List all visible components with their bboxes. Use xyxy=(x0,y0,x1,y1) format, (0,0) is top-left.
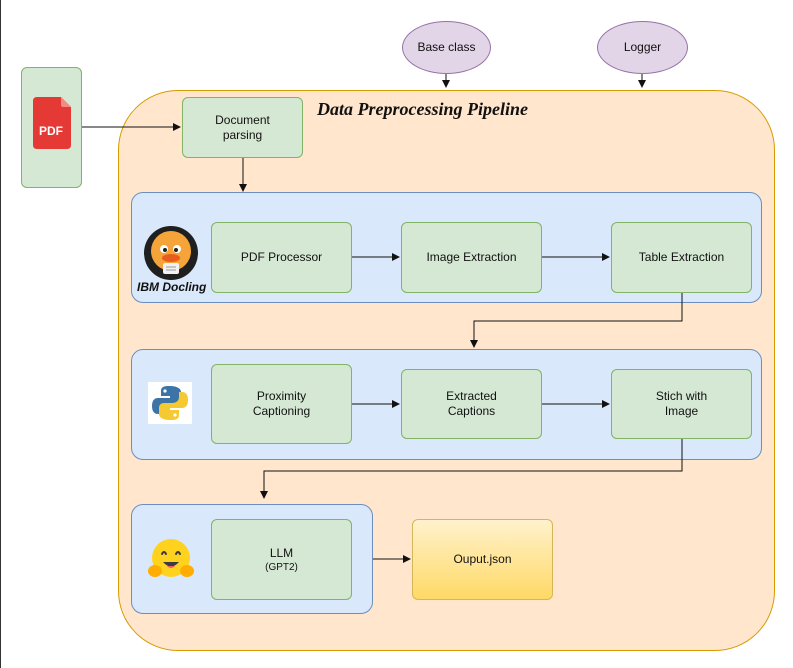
pdf-icon-text: PDF xyxy=(39,124,63,138)
pdf-file-icon: PDF xyxy=(33,97,71,149)
logger-label: Logger xyxy=(623,40,662,54)
output-json-node[interactable]: Ouput.json xyxy=(412,519,553,600)
llm-node[interactable]: LLM (GPT2) xyxy=(211,519,352,600)
output-json-label: Ouput.json xyxy=(453,552,512,566)
stich-with-image-node[interactable]: Stich with Image xyxy=(611,369,752,439)
image-extraction-label: Image Extraction xyxy=(426,250,517,264)
docling-duck-icon xyxy=(144,226,198,280)
hugging-face-icon xyxy=(148,539,194,577)
logger-node[interactable]: Logger xyxy=(597,21,688,74)
extracted-captions-line-1: Extracted xyxy=(446,389,497,403)
llm-label: LLM xyxy=(269,545,294,560)
python-icon-frame xyxy=(148,382,192,424)
proximity-captioning-node[interactable]: Proximity Captioning xyxy=(211,364,352,444)
table-extraction-label: Table Extraction xyxy=(638,250,725,264)
document-parsing-line-2: parsing xyxy=(222,127,263,142)
pdf-processor-node[interactable]: PDF Processor xyxy=(211,222,352,293)
pdf-input-node[interactable]: PDF xyxy=(21,67,82,188)
base-class-label: Base class xyxy=(417,40,476,54)
docling-label: IBM Docling xyxy=(137,280,207,294)
python-icon xyxy=(152,386,188,420)
image-extraction-node[interactable]: Image Extraction xyxy=(401,222,542,293)
stich-with-image-line-2: Image xyxy=(664,404,699,418)
base-class-node[interactable]: Base class xyxy=(402,21,491,74)
document-parsing-line-1: Document xyxy=(215,112,270,127)
proximity-captioning-line-2: Captioning xyxy=(252,404,311,418)
table-extraction-node[interactable]: Table Extraction xyxy=(611,222,752,293)
pipeline-title: Data Preprocessing Pipeline xyxy=(317,99,528,119)
stich-with-image-line-1: Stich with xyxy=(655,389,708,403)
pdf-processor-label: PDF Processor xyxy=(240,250,323,264)
extracted-captions-line-2: Captions xyxy=(447,404,496,418)
extracted-captions-node[interactable]: Extracted Captions xyxy=(401,369,542,439)
canvas-left-border xyxy=(0,0,1,668)
document-parsing-node[interactable]: Document parsing xyxy=(182,97,303,158)
proximity-captioning-line-1: Proximity xyxy=(256,389,307,403)
llm-model-label: (GPT2) xyxy=(265,561,298,573)
